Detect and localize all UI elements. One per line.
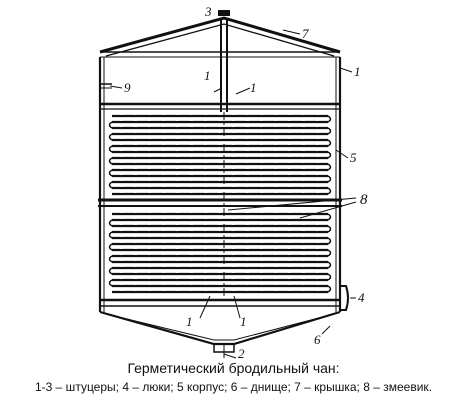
figure-caption: Герметический бродильный чан: 1-3 – штуц… <box>0 358 467 396</box>
coil-bend <box>108 231 113 239</box>
caption-title: Герметический бродильный чан: <box>127 360 340 376</box>
coil-bend <box>327 273 332 281</box>
coil-upper <box>108 114 332 196</box>
coil-lower <box>108 212 332 294</box>
label-8: 8 <box>360 192 368 208</box>
caption-legend: 1-3 – штуцеры; 4 – люки; 5 корпус; 6 – д… <box>35 380 432 394</box>
coil-bend <box>108 121 113 129</box>
tank-bottom <box>99 310 341 358</box>
label-1-top-right: 1 <box>250 80 257 95</box>
coil-bend <box>327 163 332 171</box>
coil-bend <box>327 187 332 195</box>
side-fitting <box>100 83 112 89</box>
label-5: 5 <box>350 150 357 165</box>
diagram-labels: 3 7 1 1 1 9 5 8 4 1 1 6 2 <box>124 4 368 360</box>
fermentation-tank-diagram: 3 7 1 1 1 9 5 8 4 1 1 6 2 <box>98 4 368 360</box>
coil-bend <box>327 285 332 293</box>
coil-bend <box>327 213 332 221</box>
coil-bend <box>327 261 332 269</box>
coil-bend <box>108 181 113 189</box>
label-1-bottom-left: 1 <box>186 314 193 329</box>
label-9: 9 <box>124 80 131 95</box>
coil-bend <box>327 237 332 245</box>
coil-bend <box>327 139 332 147</box>
tank-shell <box>98 57 342 312</box>
coil-bend <box>108 145 113 153</box>
coil-bend <box>327 249 332 257</box>
coil-bend <box>327 175 332 183</box>
label-1-right: 1 <box>354 64 361 79</box>
coil-bend <box>327 225 332 233</box>
label-2: 2 <box>238 346 245 360</box>
side-hatch <box>340 285 349 311</box>
leader-lines <box>109 29 357 359</box>
coil-bend <box>108 219 113 227</box>
coil-bend <box>327 115 332 123</box>
label-4: 4 <box>358 290 365 305</box>
coil-bend <box>108 157 113 165</box>
coil-bend <box>108 133 113 141</box>
coil-bend <box>108 243 113 251</box>
label-7: 7 <box>302 26 309 41</box>
coil-bend <box>327 151 332 159</box>
coil-bend <box>108 255 113 263</box>
label-3: 3 <box>204 4 212 19</box>
coil-bend <box>108 267 113 275</box>
label-1-bottom-right: 1 <box>240 314 247 329</box>
label-6: 6 <box>314 332 321 347</box>
coil-bend <box>108 169 113 177</box>
coil-bend <box>108 279 113 287</box>
label-1-top-left: 1 <box>204 68 211 83</box>
coil-bend <box>327 127 332 135</box>
